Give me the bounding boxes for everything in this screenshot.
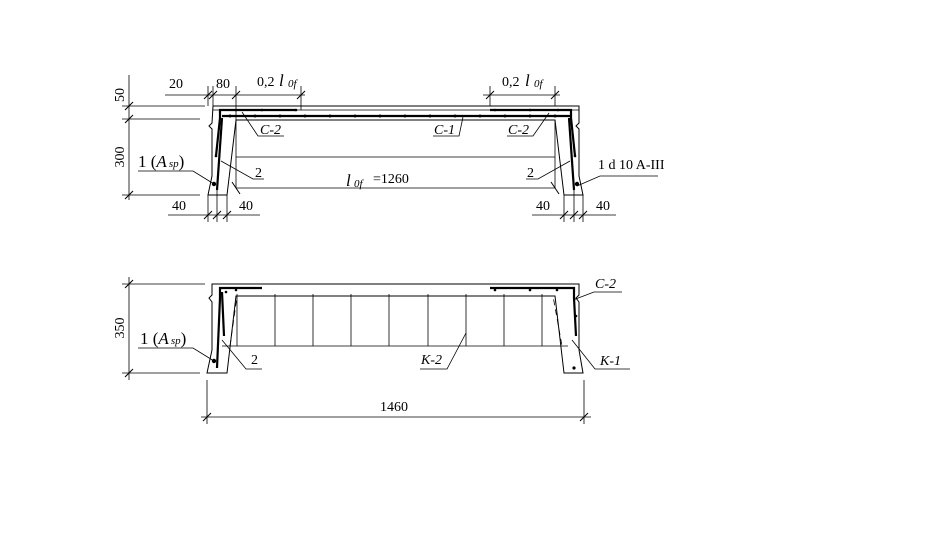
bottom-rebar-dots [211,288,578,370]
leader-bottom-main-rebar [138,347,215,362]
mesh-c2-left [214,108,296,157]
right-leg-bar [567,117,576,191]
leader-c2-left [241,111,284,137]
span-tick-right [550,181,560,195]
hidden-outline [229,295,563,347]
svg-text:=1260: =1260 [373,172,409,187]
svg-text:0f: 0f [354,178,365,190]
svg-text:l: l [525,71,530,90]
bottom-c2-left [215,286,262,369]
dim-80: 80 [216,77,230,92]
label-c2-left: C-2 [260,123,281,138]
label-k1: K-1 [599,354,621,369]
top-section: 20 80 0,2 l 0f 0,2 l 0f 50 300 [113,71,665,222]
dim-40-rr: 40 [596,199,610,214]
label-2-right: 2 [527,166,534,181]
leader-2-left [220,160,264,180]
span-main-label: l 0f =1260 [346,171,409,190]
dim-40-lr: 40 [239,199,253,214]
label-bottom-2: 2 [251,353,258,368]
label-c2-right: C-2 [508,123,529,138]
left-leg-bar [215,117,224,191]
dim-1460: 1460 [380,400,408,415]
dim-40-rl: 40 [536,199,550,214]
leader-2-right [526,160,571,180]
dim-300: 300 [113,147,128,168]
frame-k2-verticals [236,294,543,346]
svg-text:0f: 0f [534,78,545,90]
dim-40-ll: 40 [172,199,186,214]
svg-text:l: l [346,171,351,190]
svg-text:0f: 0f [288,78,299,90]
leader-c1 [433,116,464,137]
leader-rebar-note [576,175,658,187]
bottom-left-inner-bar [220,291,226,337]
leader-main-rebar [138,170,215,185]
dim-50: 50 [113,88,128,102]
span-tick-left [231,181,241,195]
label-2-left: 2 [255,166,262,181]
leader-bottom-2 [221,339,262,370]
leader-k1 [571,339,630,370]
dim-20: 20 [169,77,183,92]
label-k2: K-2 [420,353,442,368]
leader-bottom-c2 [572,291,622,301]
dim-350: 350 [113,318,128,339]
span-right-label: 0,2 l 0f [502,71,545,90]
bottom-section-outline [206,283,584,374]
svg-text:l: l [279,71,284,90]
label-bottom-c2: C-2 [595,277,616,292]
span-left-label: 0,2 l 0f [257,71,299,90]
label-rebar-note: 1 d 10 A-III [598,158,665,173]
label-c1: C-1 [434,123,455,138]
leader-k2 [420,332,467,370]
bottom-c2-right [490,286,578,337]
svg-text:0,2: 0,2 [502,75,520,90]
leader-c2-right [507,112,550,137]
svg-text:0,2: 0,2 [257,75,275,90]
